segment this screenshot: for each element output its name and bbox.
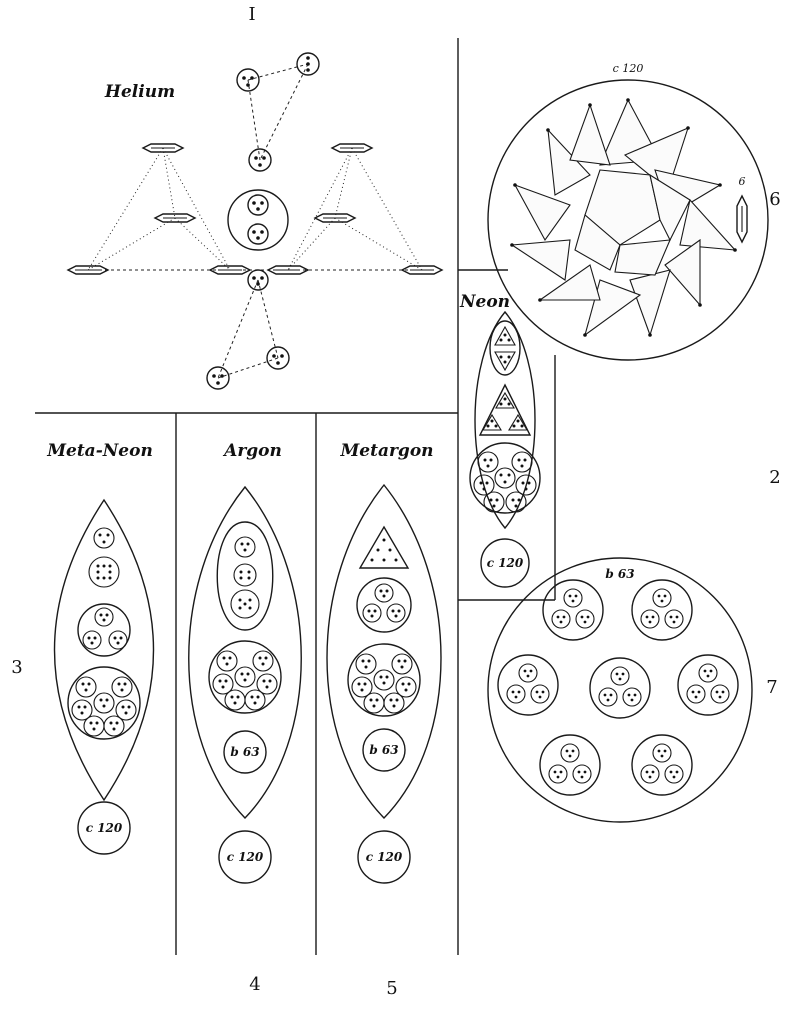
argon-diagram: Argon b 63 c 120 4 <box>188 441 302 995</box>
argon-b63-label: b 63 <box>230 745 259 759</box>
fig7-b63-label: b 63 <box>605 567 634 581</box>
figure-6-star-body: c 120 6 <box>487 62 781 361</box>
neon-c120-label: c 120 <box>487 556 524 570</box>
helium-triplet-circles <box>206 52 320 390</box>
helium-center-atom <box>227 189 289 251</box>
meta-neon-diagram: Meta-Neon c 120 3 <box>11 441 155 855</box>
metargon-b63-label: b 63 <box>369 743 398 757</box>
panel-dividers <box>35 38 556 955</box>
fig6-star-facets <box>510 98 737 337</box>
fig7-subgroups <box>497 579 739 796</box>
fig6-six-label: 6 <box>739 175 746 188</box>
neon-diagram: Neon c 120 2 <box>459 292 781 588</box>
fig6-vertex-dots <box>510 98 737 337</box>
helium-title: Helium <box>104 82 175 102</box>
figure-number-2: 2 <box>769 467 780 488</box>
meta-neon-c120-label: c 120 <box>86 821 123 835</box>
figure-number-7: 7 <box>766 677 777 698</box>
helium-spindles <box>66 143 444 275</box>
fig6-code-label: c 120 <box>613 62 644 75</box>
helium-diagram: Helium <box>66 52 444 390</box>
argon-c120-label: c 120 <box>227 850 264 864</box>
plate-number: I <box>248 4 255 25</box>
figure-7-b63-body: b 63 7 <box>487 557 778 823</box>
figure-number-5: 5 <box>386 978 397 999</box>
metargon-title: Metargon <box>339 441 433 461</box>
argon-title: Argon <box>222 441 282 461</box>
figure-number-4: 4 <box>249 974 260 995</box>
metargon-c120-label: c 120 <box>366 850 403 864</box>
figure-number-3: 3 <box>11 657 22 678</box>
metargon-diagram: Metargon b 63 c 120 5 <box>326 441 442 999</box>
figure-number-6: 6 <box>769 189 780 210</box>
helium-tie-lines <box>75 63 430 379</box>
meta-neon-title: Meta-Neon <box>46 441 153 461</box>
neon-title: Neon <box>459 292 510 312</box>
fig6-side-spindle <box>736 194 748 244</box>
